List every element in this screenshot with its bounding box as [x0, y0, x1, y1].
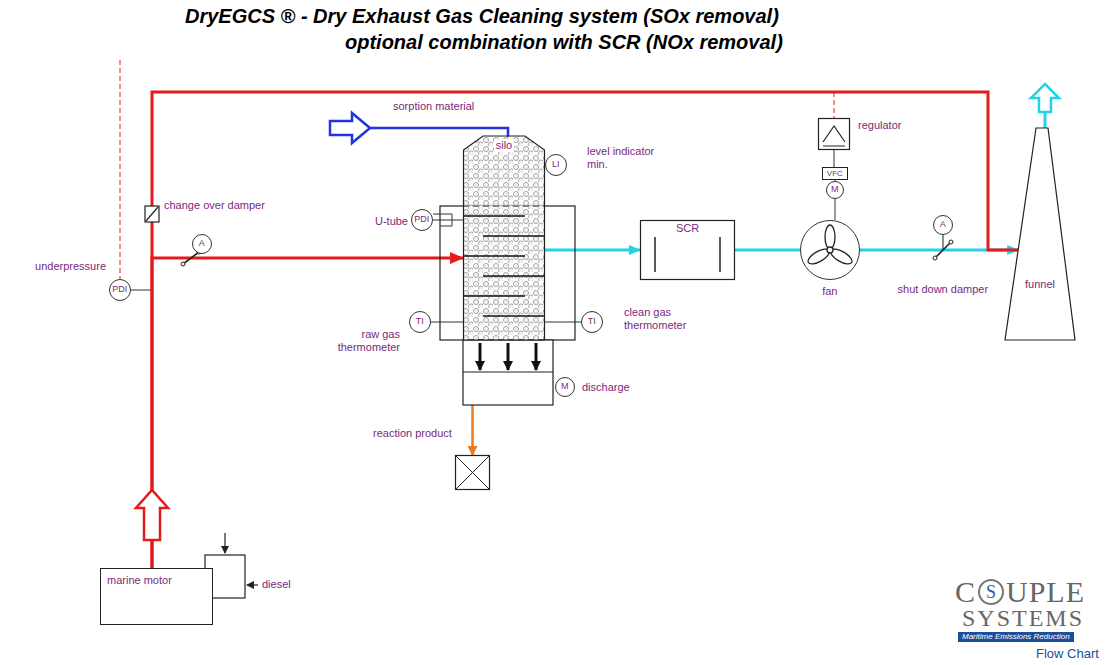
node-caption: clean gas thermometer	[624, 306, 696, 332]
discharge-arrow	[479, 343, 482, 370]
damper-pivot	[181, 262, 185, 266]
logo-mark: S	[978, 579, 1004, 605]
fan-impeller	[806, 225, 854, 267]
damper-actuator: Ashut down damper	[933, 215, 953, 235]
node-label: A	[940, 219, 946, 230]
exhaust-fan: fan	[800, 220, 860, 280]
node-label: A	[199, 238, 205, 249]
funnel-outline	[1005, 128, 1075, 340]
discharge-arrow	[535, 343, 538, 370]
discharge-hopper	[463, 340, 553, 405]
fan-motor: M	[826, 181, 844, 199]
signal-line	[120, 60, 121, 279]
clean-gas-arrow	[1031, 84, 1059, 112]
vfc-box: VFC	[822, 167, 848, 180]
node-caption: U-tube	[375, 215, 408, 228]
node-label: funnel	[1023, 278, 1057, 291]
pressure-indicator: PDIU-tube	[411, 209, 433, 231]
node-label: regulator	[858, 119, 901, 132]
regulator-box: regulator	[818, 118, 850, 150]
node-label: TI	[416, 316, 424, 327]
node-label: PDI	[414, 214, 429, 225]
logo-letter: UPLE	[1006, 576, 1085, 608]
damper-pivot	[933, 256, 937, 260]
node-label: M	[561, 381, 569, 392]
fuel-arrow	[224, 533, 225, 553]
discharge-arrow	[507, 343, 510, 370]
discharge-motor: Mdischarge	[555, 377, 575, 397]
node-caption: shut down damper	[898, 283, 989, 296]
sorption-silo-outline	[463, 128, 545, 340]
node-label: TI	[588, 316, 596, 327]
node-label: M	[831, 184, 839, 195]
flow-label: sorption material	[393, 100, 474, 113]
node-caption: change over damper	[164, 199, 265, 212]
damper-actuator: Achange over damper	[192, 234, 212, 254]
marine-motor: marine motor	[100, 568, 213, 625]
scr-reactor: SCR	[640, 220, 735, 280]
damper-blade	[183, 252, 199, 264]
node-label: SCR	[676, 222, 699, 235]
change-over-damper	[145, 206, 159, 222]
temperature-indicator: TIraw gas thermometer	[409, 311, 431, 333]
clean-gas-outlet	[1044, 112, 1047, 128]
instrument-lead	[431, 322, 463, 323]
temperature-indicator: TIclean gas thermometer	[581, 311, 603, 333]
subtitle: optional combination with SCR (NOx remov…	[345, 30, 783, 54]
node-label: LI	[552, 159, 560, 170]
node-caption: discharge	[582, 381, 630, 394]
clean-gas-pipe	[735, 249, 800, 252]
sorption-arrow	[330, 113, 370, 143]
node-label: marine motor	[107, 574, 172, 587]
instrument-lead	[943, 235, 944, 249]
signal-line	[835, 199, 836, 220]
funnel: funnel	[1005, 128, 1075, 340]
instrument-lead	[433, 220, 463, 221]
logo-letter: C	[955, 576, 976, 608]
node-label: fan	[822, 285, 837, 298]
node-label: PDI	[112, 284, 127, 295]
hopper-floor	[463, 371, 553, 372]
damper-pivot	[949, 240, 953, 244]
damper-blade	[146, 207, 158, 221]
product-container-outline	[455, 455, 490, 490]
u-tube-lead	[433, 214, 452, 226]
node-caption: raw gas thermometer	[332, 328, 400, 354]
diagram-title: DryEGCS ® - Dry Exhaust Gas Cleaning sys…	[185, 4, 779, 28]
level-indicator: LIlevel indicator min.	[545, 154, 567, 176]
flow-label: diesel	[262, 578, 291, 591]
exhaust-pipe	[152, 258, 463, 568]
sorption-silo: silo	[463, 128, 545, 340]
instrument-lead	[131, 290, 151, 291]
product-container: reaction product	[455, 455, 490, 490]
bypass-pipe	[152, 92, 1018, 568]
logo-word: SYSTEMS	[962, 605, 1084, 631]
regulator-box-outline	[818, 118, 850, 150]
signal-line	[834, 150, 835, 167]
node-caption: level indicator min.	[587, 145, 669, 171]
exhaust-arrow	[136, 490, 168, 540]
node-label: VFC	[827, 168, 843, 179]
fuel-arrow	[247, 584, 258, 585]
logo-band: Maritime Emissions Reduction	[958, 632, 1074, 642]
pressure-indicator: PDIunderpressure	[109, 279, 131, 301]
clean-gas-pipe	[545, 249, 640, 252]
node-label: reaction product	[373, 427, 452, 440]
node-label: silo	[494, 139, 515, 152]
page-tag: Flow Chart	[1036, 646, 1099, 661]
node-caption: underpressure	[35, 260, 106, 273]
signal-line	[834, 92, 835, 118]
